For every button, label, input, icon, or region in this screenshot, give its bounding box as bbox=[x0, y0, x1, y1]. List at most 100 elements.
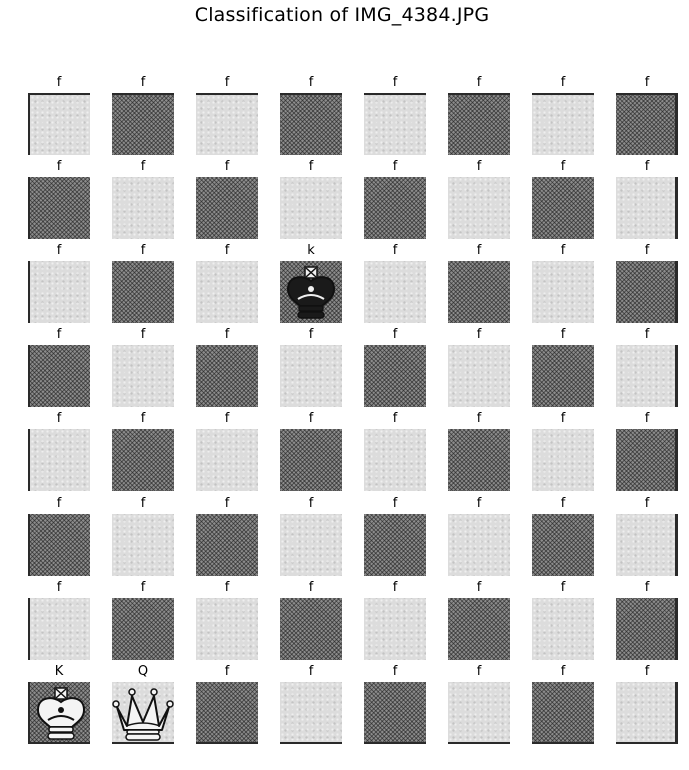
square-image bbox=[112, 682, 174, 744]
square-image bbox=[448, 177, 510, 239]
square-image bbox=[112, 177, 174, 239]
square-image bbox=[364, 93, 426, 155]
square-label: f bbox=[532, 327, 594, 343]
square-image bbox=[364, 598, 426, 660]
square-image bbox=[112, 345, 174, 407]
square-image bbox=[196, 514, 258, 576]
square-cell-r5-c1: f bbox=[28, 411, 90, 491]
square-label: f bbox=[112, 75, 174, 91]
square-cell-r4-c4: f bbox=[280, 327, 342, 407]
square-image bbox=[28, 598, 90, 660]
square-image bbox=[196, 345, 258, 407]
square-cell-r6-c7: f bbox=[532, 496, 594, 576]
square-image bbox=[280, 429, 342, 491]
white-king-icon bbox=[30, 682, 90, 744]
square-cell-r8-c6: f bbox=[448, 664, 510, 744]
square-label: f bbox=[280, 496, 342, 512]
square-label: f bbox=[280, 159, 342, 175]
square-cell-r2-c7: f bbox=[532, 159, 594, 239]
square-cell-r1-c2: f bbox=[112, 75, 174, 155]
square-label: f bbox=[448, 243, 510, 259]
square-cell-r4-c3: f bbox=[196, 327, 258, 407]
square-cell-r1-c8: f bbox=[616, 75, 678, 155]
square-image bbox=[112, 514, 174, 576]
square-cell-r4-c5: f bbox=[364, 327, 426, 407]
square-cell-r4-c1: f bbox=[28, 327, 90, 407]
square-image bbox=[532, 177, 594, 239]
square-cell-r1-c1: f bbox=[28, 75, 90, 155]
square-label: f bbox=[532, 159, 594, 175]
square-image bbox=[616, 598, 678, 660]
square-label: f bbox=[112, 327, 174, 343]
square-image bbox=[448, 598, 510, 660]
square-image bbox=[532, 429, 594, 491]
square-cell-r7-c7: f bbox=[532, 580, 594, 660]
square-label: f bbox=[448, 664, 510, 680]
square-label: f bbox=[196, 580, 258, 596]
square-label: k bbox=[280, 243, 342, 259]
square-cell-r7-c8: f bbox=[616, 580, 678, 660]
square-image bbox=[532, 93, 594, 155]
square-image bbox=[616, 682, 678, 744]
square-cell-r3-c2: f bbox=[112, 243, 174, 323]
square-label: f bbox=[196, 159, 258, 175]
square-image bbox=[532, 514, 594, 576]
square-image bbox=[28, 429, 90, 491]
square-image bbox=[448, 345, 510, 407]
square-cell-r5-c6: f bbox=[448, 411, 510, 491]
square-image bbox=[280, 177, 342, 239]
square-image bbox=[196, 682, 258, 744]
square-image bbox=[280, 598, 342, 660]
square-label: f bbox=[196, 75, 258, 91]
square-image bbox=[616, 93, 678, 155]
square-label: f bbox=[364, 664, 426, 680]
square-label: f bbox=[616, 411, 678, 427]
square-image bbox=[112, 261, 174, 323]
square-cell-r5-c3: f bbox=[196, 411, 258, 491]
square-cell-r6-c6: f bbox=[448, 496, 510, 576]
square-image bbox=[280, 261, 342, 323]
square-cell-r1-c3: f bbox=[196, 75, 258, 155]
square-image bbox=[364, 682, 426, 744]
square-image bbox=[28, 261, 90, 323]
square-cell-r6-c8: f bbox=[616, 496, 678, 576]
square-label: f bbox=[280, 580, 342, 596]
square-image bbox=[532, 598, 594, 660]
square-image bbox=[280, 682, 342, 744]
figure-title: Classification of IMG_4384.JPG bbox=[0, 4, 684, 26]
square-label: f bbox=[616, 580, 678, 596]
square-image bbox=[448, 93, 510, 155]
square-label: f bbox=[532, 496, 594, 512]
white-queen-icon bbox=[112, 682, 174, 744]
square-image bbox=[196, 261, 258, 323]
square-cell-r7-c6: f bbox=[448, 580, 510, 660]
square-cell-r6-c5: f bbox=[364, 496, 426, 576]
square-label: f bbox=[532, 664, 594, 680]
square-cell-r7-c5: f bbox=[364, 580, 426, 660]
square-label: f bbox=[448, 496, 510, 512]
square-image bbox=[364, 177, 426, 239]
square-label: f bbox=[28, 411, 90, 427]
square-label: f bbox=[532, 243, 594, 259]
square-cell-r4-c6: f bbox=[448, 327, 510, 407]
square-label: f bbox=[532, 75, 594, 91]
square-image bbox=[280, 93, 342, 155]
square-image bbox=[196, 598, 258, 660]
square-label: f bbox=[532, 580, 594, 596]
square-label: f bbox=[28, 580, 90, 596]
square-image bbox=[280, 514, 342, 576]
square-cell-r5-c2: f bbox=[112, 411, 174, 491]
square-cell-r3-c5: f bbox=[364, 243, 426, 323]
square-label: f bbox=[28, 159, 90, 175]
square-label: f bbox=[364, 496, 426, 512]
square-image bbox=[112, 429, 174, 491]
square-label: f bbox=[364, 75, 426, 91]
square-image bbox=[28, 93, 90, 155]
black-king-icon bbox=[280, 261, 342, 323]
square-image bbox=[616, 429, 678, 491]
square-label: f bbox=[196, 327, 258, 343]
square-cell-r1-c7: f bbox=[532, 75, 594, 155]
square-image bbox=[616, 345, 678, 407]
square-label: f bbox=[532, 411, 594, 427]
square-image bbox=[448, 682, 510, 744]
